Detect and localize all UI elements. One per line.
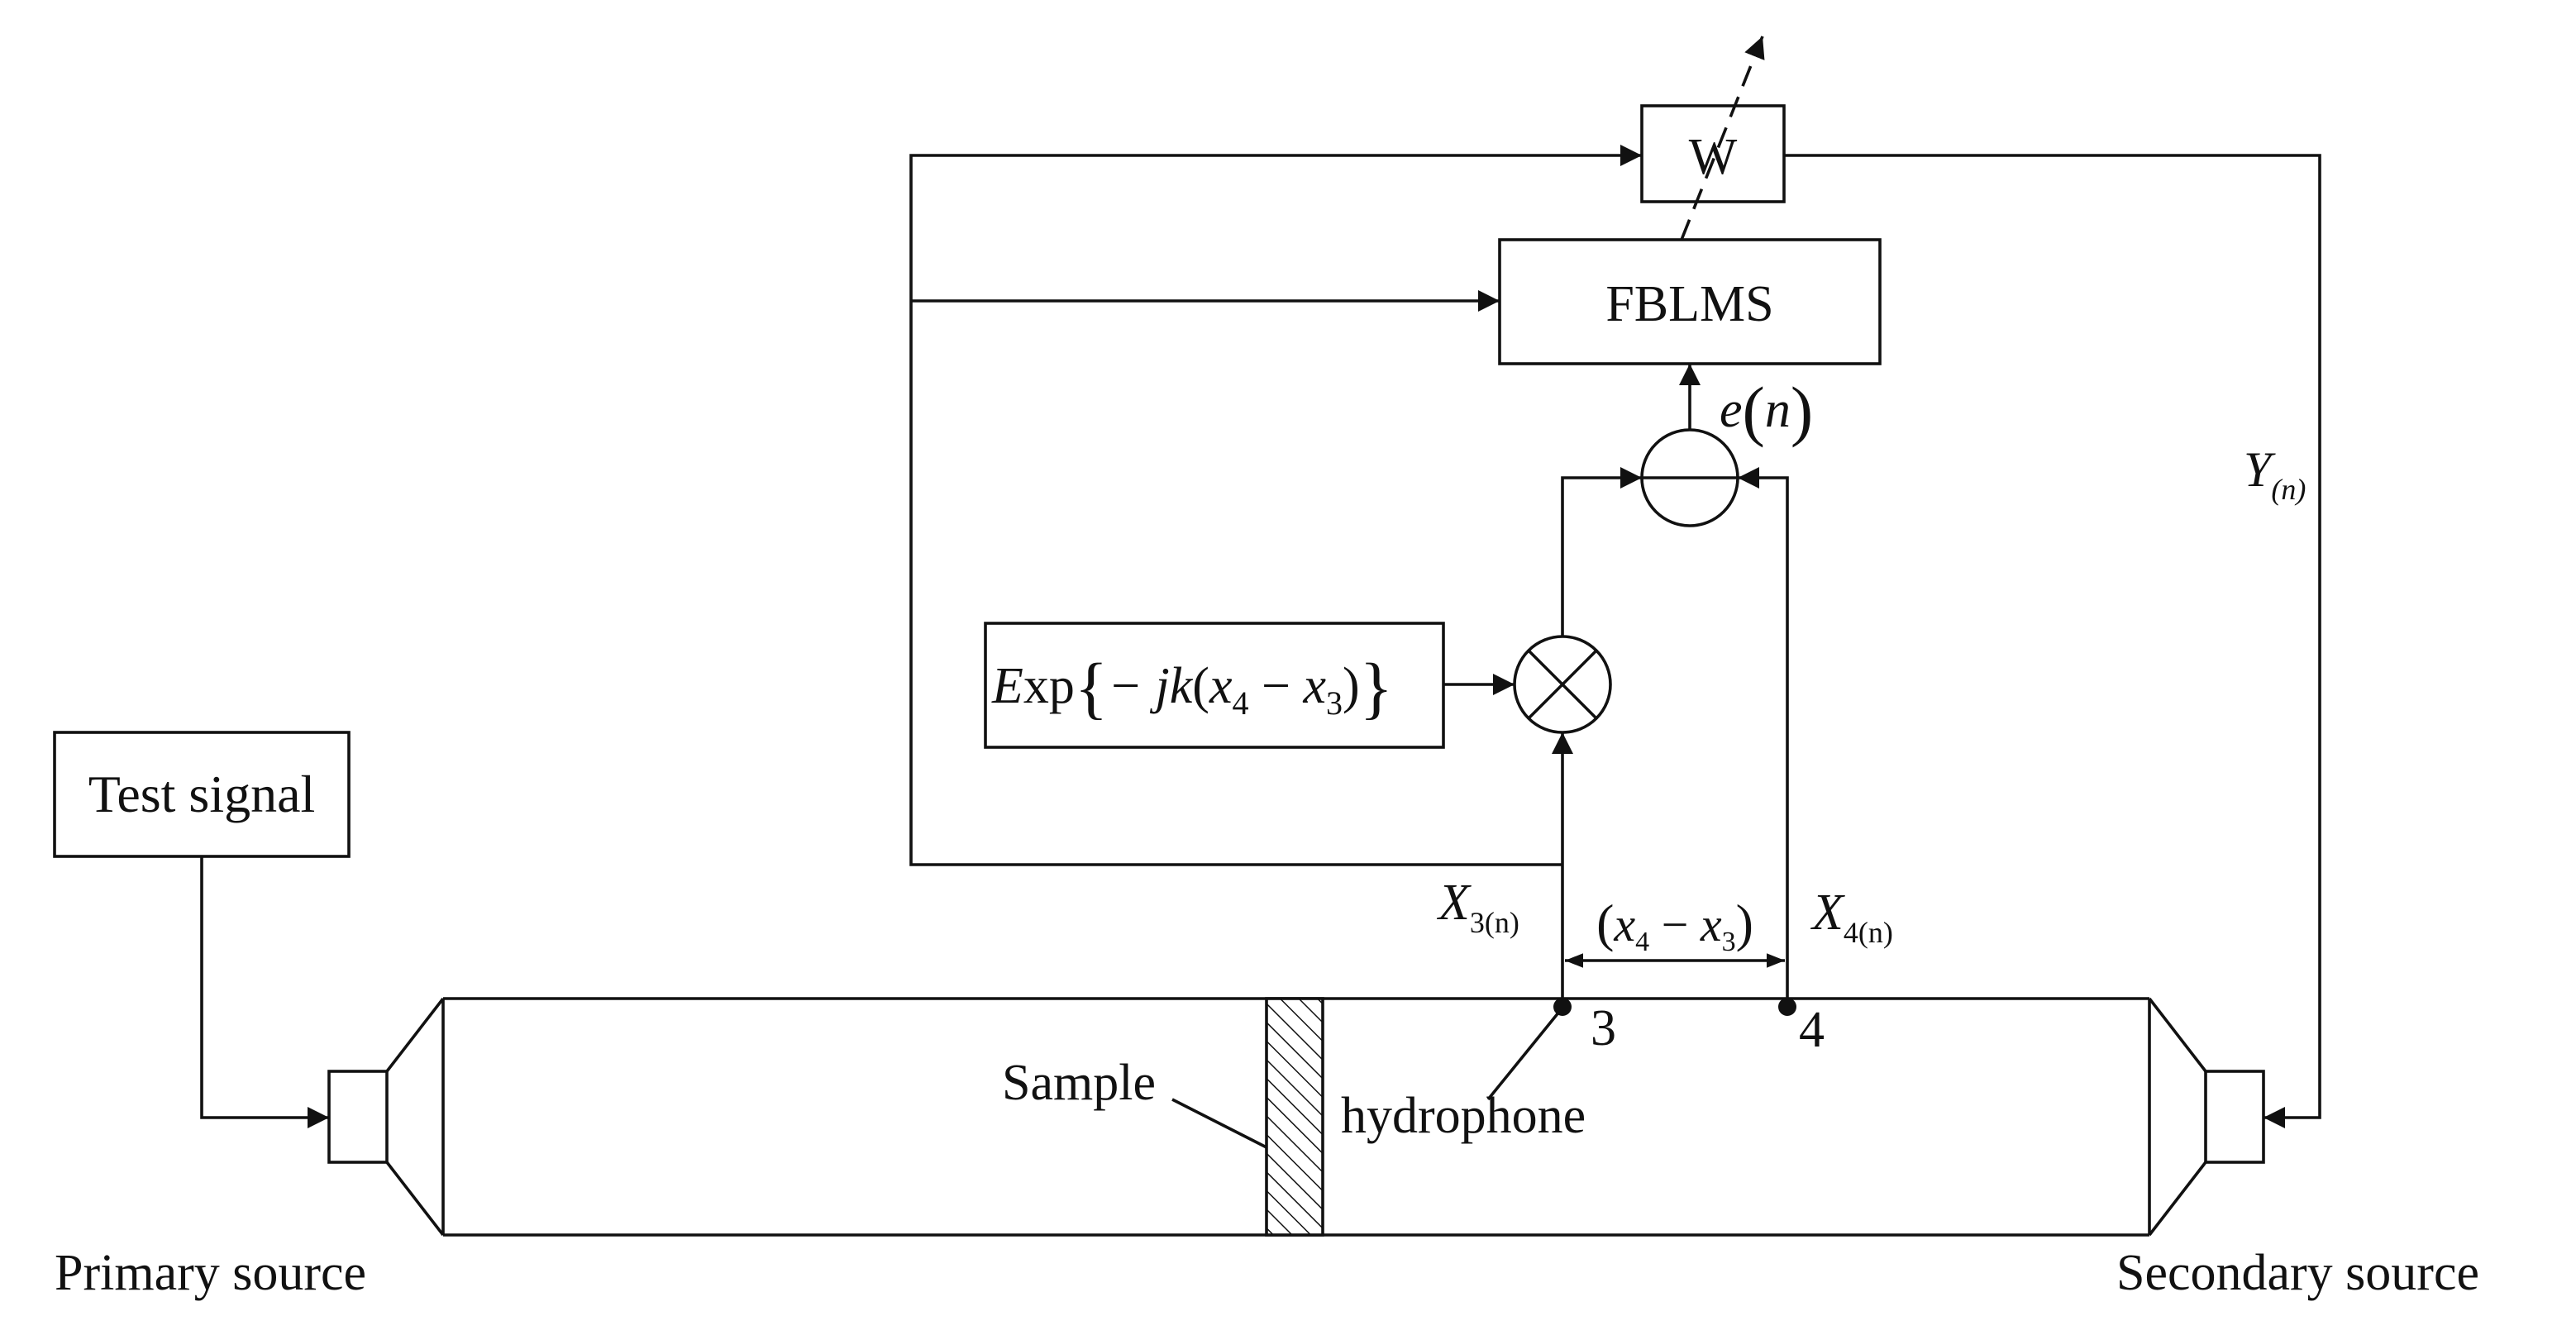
secondary-source-label: Secondary source: [2116, 1245, 2479, 1301]
error-signal-label: e(n): [1720, 373, 1813, 448]
w-label: W: [1689, 129, 1738, 185]
sample-leader-line: [1171, 1098, 1267, 1149]
hydrophone-point-3: [1553, 998, 1572, 1016]
hydrophone-point-4: [1778, 998, 1796, 1016]
exp-expression: Exp{− jk(x4 − x3)}: [991, 650, 1393, 727]
y-output-label: Y(n): [2244, 442, 2306, 506]
test-signal-box: [53, 731, 351, 858]
primary-source-speaker: [327, 997, 445, 1237]
line-x3-feedback: [909, 145, 1642, 866]
fblms-label: FBLMS: [1605, 276, 1773, 332]
sample-label: Sample: [1002, 1055, 1156, 1111]
multiplier: [1513, 635, 1612, 734]
line-multiplier-to-sum: [1561, 467, 1642, 637]
point-4-label: 4: [1799, 1002, 1825, 1058]
x3-input-label: X3(n): [1436, 875, 1519, 939]
secondary-source-speaker: [2148, 997, 2265, 1237]
spacing-label: (x4 − x3): [1596, 894, 1753, 957]
summing-junction: [1640, 428, 1739, 527]
adaptive-dashed-arrow: [1680, 36, 1765, 241]
line-x4-to-sum: [1738, 467, 1789, 999]
line-test-to-primary: [200, 856, 329, 1128]
sample-block: [1265, 997, 1324, 1237]
w-filter-box: [1640, 104, 1786, 203]
point-3-label: 3: [1591, 1000, 1616, 1056]
x4-input-label: X4(n): [1810, 884, 1893, 949]
hydrophone-leader-line: [1486, 1010, 1561, 1101]
primary-source-label: Primary source: [55, 1245, 366, 1301]
exp-block-box: [984, 622, 1445, 749]
hydrophone-label: hydrophone: [1341, 1088, 1586, 1144]
line-w-to-secondary: [1784, 154, 2321, 1128]
test-signal-label: Test signal: [88, 765, 316, 823]
fblms-box: [1498, 238, 1882, 365]
